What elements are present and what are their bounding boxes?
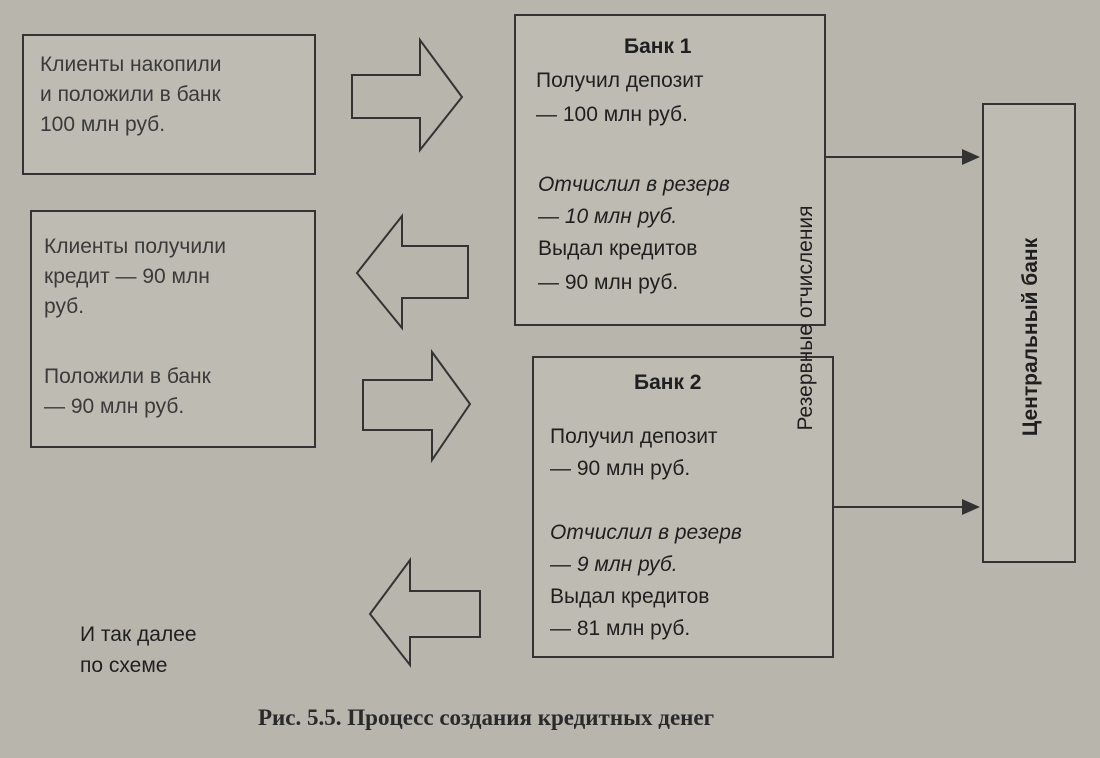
central-bank-label: Центральный банк [1019,237,1042,437]
continue-line-1: И так далее [80,623,197,646]
bank2-deposit-line-2: — 90 млн руб. [550,457,691,480]
bank1-credit-line-2: — 90 млн руб. [538,271,679,294]
arrow-right-1 [351,36,464,153]
clients-saved-box: Клиенты накопили и положили в банк 100 м… [22,34,316,175]
bank1-title: Банк 1 [624,35,692,58]
central-bank-box: Центральный банк [982,103,1076,563]
clients-credit-line-3: руб. [44,295,85,318]
clients-saved-line-3: 100 млн руб. [40,113,166,136]
clients-deposit-line-1: Положили в банк [44,365,211,388]
bank2-reserve-line-2: — 9 млн руб. [550,553,678,576]
arrow-right-2 [362,348,472,464]
bank2-credit-line-2: — 81 млн руб. [550,617,691,640]
bank1-reserve-line-1: Отчислил в резерв [538,173,730,196]
arrowhead-bank1-cb [962,149,980,165]
clients-credit-line-2: кредит — 90 млн [44,265,210,288]
clients-credit-line-1: Клиенты получили [44,235,227,258]
bank1-credit-line-1: Выдал кредитов [538,237,698,260]
clients-credit-box: Клиенты получили кредит — 90 млн руб. По… [30,210,316,448]
figure-caption: Рис. 5.5. Процесс создания кредитных ден… [258,705,715,730]
arrow-left-2 [368,556,481,668]
bank2-reserve-line-1: Отчислил в резерв [550,521,742,544]
bank1-box: Банк 1 Получил депозит — 100 млн руб. От… [514,14,826,326]
bank2-title: Банк 2 [634,371,702,394]
bank1-deposit-line-1: Получил депозит [536,69,704,92]
arrowhead-bank2-cb [962,499,980,515]
arrow-left-1 [355,213,469,331]
reserves-label: Резервные отчисления [794,205,817,431]
bank2-box: Банк 2 Получил депозит — 90 млн руб. Отч… [532,356,834,658]
bank1-deposit-line-2: — 100 млн руб. [536,103,688,126]
continue-line-2: по схеме [80,654,168,677]
bank2-credit-line-1: Выдал кредитов [550,585,710,608]
clients-deposit-line-2: — 90 млн руб. [44,395,185,418]
clients-saved-line-2: и положили в банк [40,83,221,106]
bank2-deposit-line-1: Получил депозит [550,425,718,448]
clients-saved-line-1: Клиенты накопили [40,53,222,76]
bank1-reserve-line-2: — 10 млн руб. [538,205,678,228]
